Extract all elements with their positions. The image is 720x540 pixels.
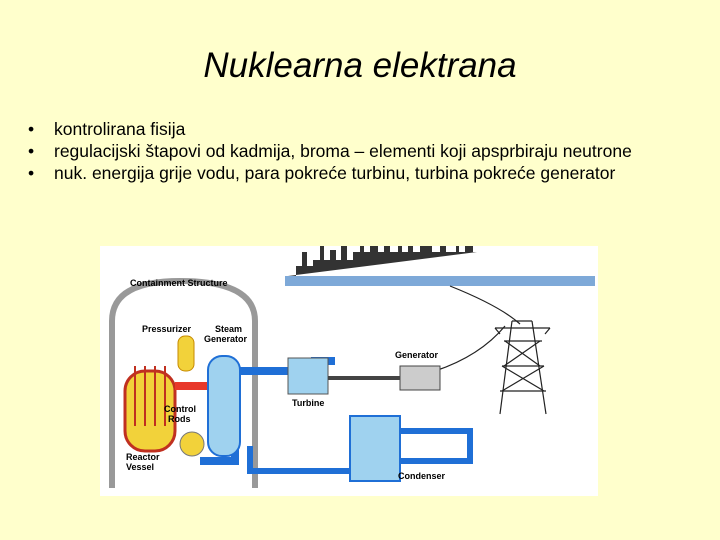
condenser xyxy=(349,415,401,482)
bullet-text: kontrolirana fisija xyxy=(54,119,186,139)
bullet-marker: • xyxy=(28,163,35,183)
return-loop xyxy=(247,446,350,474)
cooling-loop xyxy=(400,428,473,464)
label-containment: Containment Structure xyxy=(130,278,228,288)
bullet-item: • regulacijski štapovi od kadmija, broma… xyxy=(28,140,708,162)
pressurizer xyxy=(177,335,195,372)
reactor-vessel xyxy=(123,369,177,453)
label-steam-2: Generator xyxy=(204,334,248,344)
generator xyxy=(399,365,441,391)
label-generator: Generator xyxy=(395,350,439,360)
bullet-marker: • xyxy=(28,141,35,161)
containment-structure xyxy=(109,277,258,488)
bullet-text: regulacijski štapovi od kadmija, broma –… xyxy=(54,141,632,161)
bullet-list: • kontrolirana fisija • regulacijski šta… xyxy=(28,118,708,184)
nuclear-plant-diagram: Containment Structure Pressurizer Contro… xyxy=(100,246,598,496)
diagram-svg: Containment Structure Pressurizer Contro… xyxy=(109,246,595,488)
label-control-rods-2: Rods xyxy=(168,414,191,424)
bullet-item: • nuk. energija grije vodu, para pokreće… xyxy=(28,162,708,184)
bullet-text: nuk. energija grije vodu, para pokreće t… xyxy=(54,163,616,183)
city-skyline xyxy=(285,246,595,286)
bullet-item: • kontrolirana fisija xyxy=(28,118,708,140)
transmission-tower xyxy=(434,285,551,415)
label-reactor-1: Reactor xyxy=(126,452,160,462)
turbine xyxy=(287,357,329,395)
label-reactor-2: Vessel xyxy=(126,462,154,472)
label-control-rods-1: Control xyxy=(164,404,196,414)
steam-generator xyxy=(207,355,241,457)
pump xyxy=(179,431,205,457)
label-pressurizer: Pressurizer xyxy=(142,324,192,334)
label-condenser: Condenser xyxy=(398,471,446,481)
bullet-marker: • xyxy=(28,119,35,139)
slide-title: Nuklearna elektrana xyxy=(203,46,517,85)
control-rods-graphic xyxy=(134,366,166,426)
label-turbine: Turbine xyxy=(292,398,324,408)
label-steam-1: Steam xyxy=(215,324,242,334)
